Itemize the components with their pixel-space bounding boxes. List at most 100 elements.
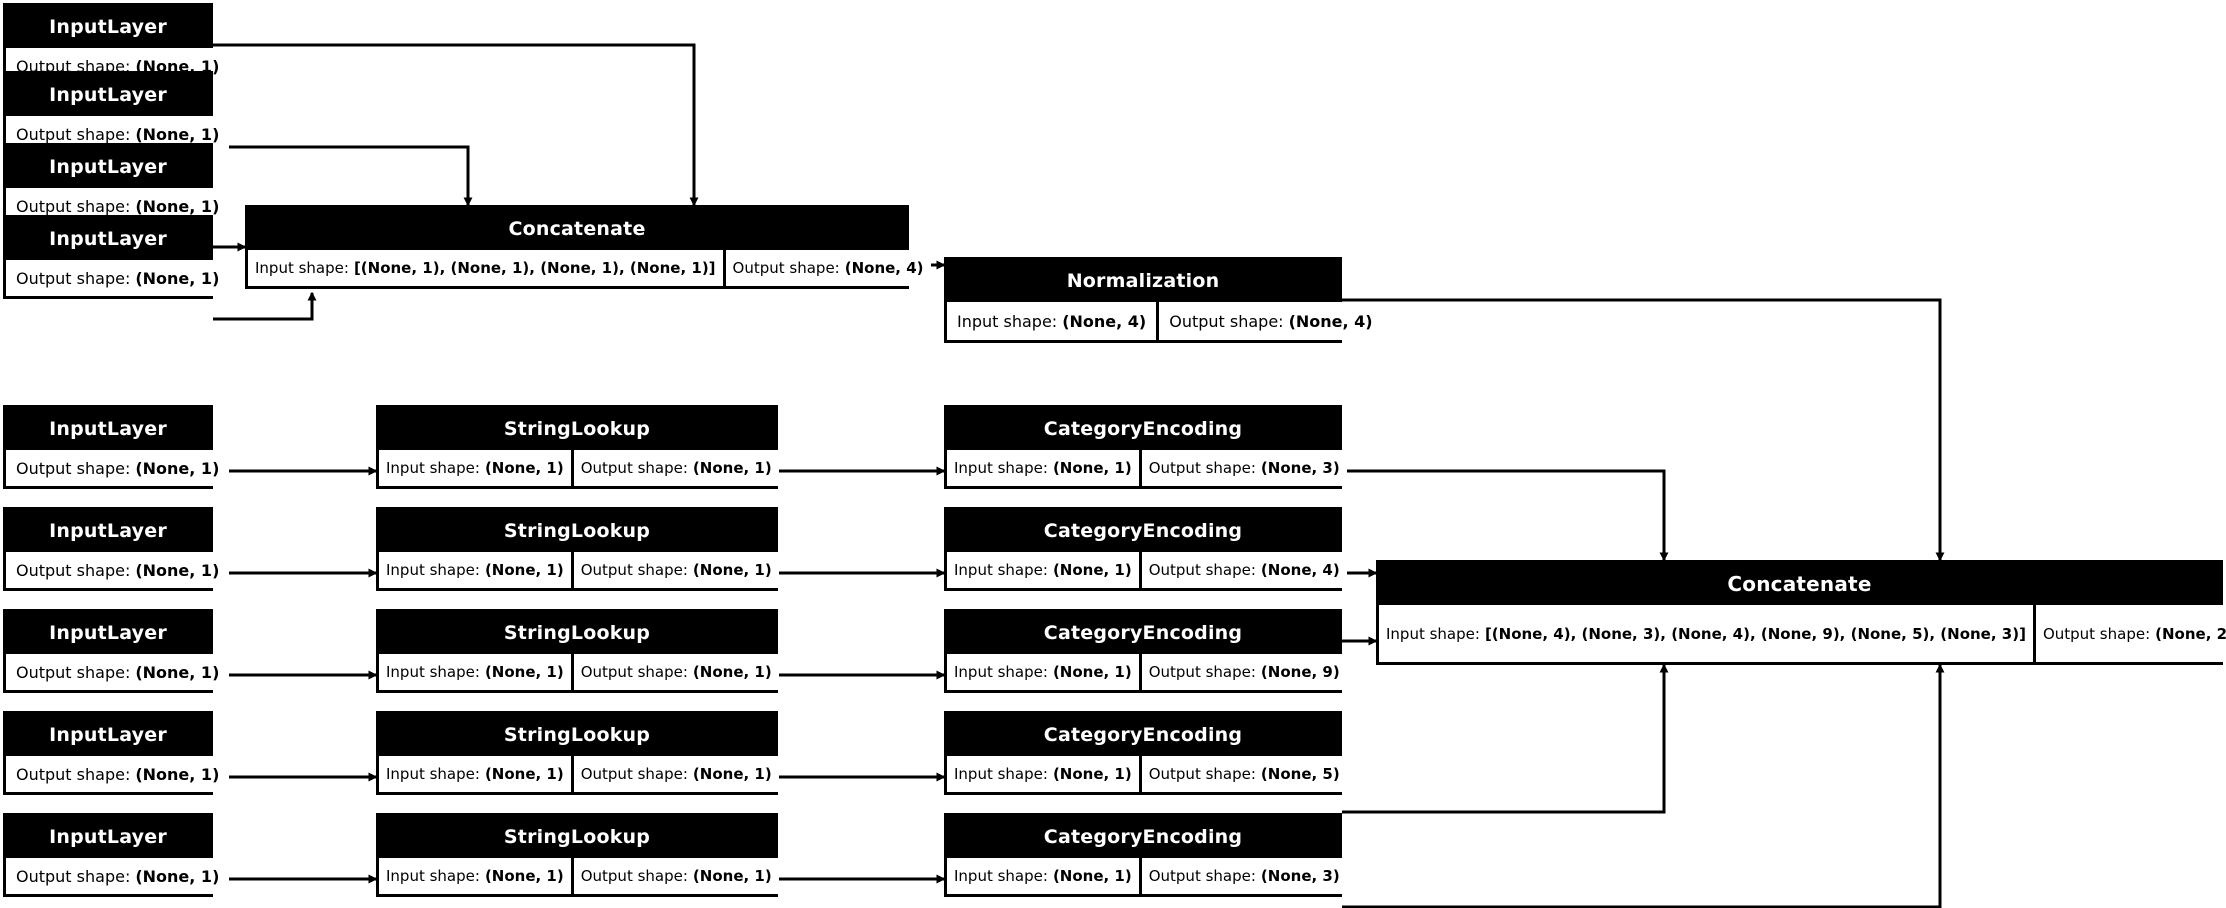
output-shape-value: (None, 1): [135, 458, 220, 478]
input-shape-cell: Input shape: (None, 1): [947, 858, 1139, 894]
output-shape-label: Output shape:: [580, 867, 688, 885]
node-concatenate-1[interactable]: Concatenate Input shape: [(None, 1), (No…: [245, 205, 931, 289]
output-shape-label: Output shape:: [1148, 867, 1256, 885]
node-inputlayer-6[interactable]: InputLayer Output shape: (None, 1): [3, 507, 230, 591]
node-shape-row: Output shape: (None, 1): [6, 756, 230, 792]
input-shape-value: (None, 1): [1052, 867, 1132, 885]
node-inputlayer-8[interactable]: InputLayer Output shape: (None, 1): [3, 711, 230, 795]
input-shape-label: Input shape:: [386, 663, 480, 681]
node-shape-row: Input shape: [(None, 4), (None, 3), (Non…: [1379, 605, 2226, 662]
node-title: CategoryEncoding: [947, 714, 1339, 756]
node-stringlookup-5[interactable]: StringLookup Input shape: (None, 1) Outp…: [376, 813, 779, 897]
output-shape-label: Output shape:: [2042, 624, 2151, 643]
input-shape-value: [(None, 4), (None, 3), (None, 4), (None,…: [1484, 624, 2026, 643]
input-shape-cell: Input shape: (None, 1): [947, 756, 1139, 792]
node-categoryencoding-1[interactable]: CategoryEncoding Input shape: (None, 1) …: [944, 405, 1347, 489]
node-title: Concatenate: [248, 208, 906, 250]
output-shape-value: (None, 1): [135, 56, 220, 76]
output-shape-value: (None, 28): [2155, 624, 2226, 643]
input-shape-label: Input shape:: [386, 459, 480, 477]
output-shape-value: (None, 4): [844, 259, 924, 277]
node-concatenate-2[interactable]: Concatenate Input shape: [(None, 4), (No…: [1376, 560, 2226, 665]
input-shape-label: Input shape:: [386, 561, 480, 579]
input-shape-value: (None, 1): [484, 459, 564, 477]
node-inputlayer-4[interactable]: InputLayer Output shape: (None, 1): [3, 215, 230, 299]
input-shape-cell: Input shape: (None, 1): [379, 654, 571, 690]
input-shape-label: Input shape:: [255, 259, 349, 277]
node-categoryencoding-5[interactable]: CategoryEncoding Input shape: (None, 1) …: [944, 813, 1347, 897]
node-shape-row: Input shape: (None, 1) Output shape: (No…: [947, 756, 1347, 792]
node-inputlayer-7[interactable]: InputLayer Output shape: (None, 1): [3, 609, 230, 693]
output-shape-value: (None, 1): [135, 866, 220, 886]
node-shape-row: Output shape: (None, 1): [6, 450, 230, 486]
output-shape-label: Output shape:: [16, 268, 131, 288]
node-stringlookup-2[interactable]: StringLookup Input shape: (None, 1) Outp…: [376, 507, 779, 591]
node-title: CategoryEncoding: [947, 510, 1339, 552]
output-shape-label: Output shape:: [16, 764, 131, 784]
input-shape-label: Input shape:: [957, 311, 1058, 331]
output-shape-cell: Output shape: (None, 1): [6, 756, 230, 792]
input-shape-cell: Input shape: [(None, 4), (None, 3), (Non…: [1379, 605, 2033, 662]
output-shape-value: (None, 1): [135, 560, 220, 580]
node-inputlayer-9[interactable]: InputLayer Output shape: (None, 1): [3, 813, 230, 897]
input-shape-value: [(None, 1), (None, 1), (None, 1), (None,…: [353, 259, 716, 277]
output-shape-value: (None, 1): [692, 459, 772, 477]
input-shape-label: Input shape:: [954, 765, 1048, 783]
node-title: InputLayer: [6, 612, 210, 654]
input-shape-value: (None, 1): [484, 561, 564, 579]
output-shape-label: Output shape:: [16, 458, 131, 478]
node-title: Concatenate: [1379, 563, 2220, 605]
input-shape-cell: Input shape: (None, 1): [379, 450, 571, 486]
node-categoryencoding-2[interactable]: CategoryEncoding Input shape: (None, 1) …: [944, 507, 1347, 591]
output-shape-label: Output shape:: [16, 56, 131, 76]
output-shape-cell: Output shape: (None, 1): [570, 450, 779, 486]
output-shape-label: Output shape:: [1148, 765, 1256, 783]
node-title: InputLayer: [6, 816, 210, 858]
output-shape-cell: Output shape: (None, 3): [1138, 450, 1347, 486]
node-inputlayer-5[interactable]: InputLayer Output shape: (None, 1): [3, 405, 230, 489]
input-shape-value: (None, 1): [484, 765, 564, 783]
output-shape-cell: Output shape: (None, 1): [6, 654, 230, 690]
input-shape-value: (None, 1): [1052, 561, 1132, 579]
node-shape-row: Input shape: (None, 1) Output shape: (No…: [379, 756, 779, 792]
output-shape-value: (None, 3): [1260, 459, 1340, 477]
output-shape-cell: Output shape: (None, 5): [1138, 756, 1347, 792]
output-shape-cell: Output shape: (None, 1): [6, 450, 230, 486]
output-shape-label: Output shape:: [1148, 561, 1256, 579]
node-stringlookup-3[interactable]: StringLookup Input shape: (None, 1) Outp…: [376, 609, 779, 693]
output-shape-label: Output shape:: [580, 663, 688, 681]
node-categoryencoding-3[interactable]: CategoryEncoding Input shape: (None, 1) …: [944, 609, 1347, 693]
node-title: InputLayer: [6, 408, 210, 450]
input-shape-label: Input shape:: [954, 663, 1048, 681]
output-shape-label: Output shape:: [580, 459, 688, 477]
input-shape-label: Input shape:: [954, 867, 1048, 885]
node-stringlookup-4[interactable]: StringLookup Input shape: (None, 1) Outp…: [376, 711, 779, 795]
output-shape-label: Output shape:: [580, 765, 688, 783]
output-shape-label: Output shape:: [16, 560, 131, 580]
node-inputlayer-2[interactable]: InputLayer Output shape: (None, 1): [3, 71, 230, 155]
input-shape-cell: Input shape: (None, 1): [379, 552, 571, 588]
node-stringlookup-1[interactable]: StringLookup Input shape: (None, 1) Outp…: [376, 405, 779, 489]
output-shape-value: (None, 1): [692, 765, 772, 783]
node-shape-row: Input shape: (None, 1) Output shape: (No…: [379, 552, 779, 588]
output-shape-label: Output shape:: [16, 662, 131, 682]
output-shape-value: (None, 4): [1288, 311, 1373, 331]
input-shape-cell: Input shape: (None, 1): [379, 858, 571, 894]
node-title: StringLookup: [379, 408, 775, 450]
output-shape-cell: Output shape: (None, 1): [6, 552, 230, 588]
output-shape-value: (None, 1): [135, 662, 220, 682]
output-shape-value: (None, 1): [135, 764, 220, 784]
input-shape-value: (None, 1): [484, 867, 564, 885]
node-title: Normalization: [947, 260, 1339, 302]
node-title: InputLayer: [6, 218, 210, 260]
input-shape-label: Input shape:: [386, 867, 480, 885]
node-title: CategoryEncoding: [947, 408, 1339, 450]
node-normalization[interactable]: Normalization Input shape: (None, 4) Out…: [944, 257, 1383, 343]
input-shape-value: (None, 1): [1052, 765, 1132, 783]
output-shape-value: (None, 1): [135, 268, 220, 288]
input-shape-cell: Input shape: (None, 4): [947, 302, 1157, 340]
node-shape-row: Input shape: (None, 1) Output shape: (No…: [947, 450, 1347, 486]
node-categoryencoding-4[interactable]: CategoryEncoding Input shape: (None, 1) …: [944, 711, 1347, 795]
input-shape-cell: Input shape: (None, 1): [947, 450, 1139, 486]
